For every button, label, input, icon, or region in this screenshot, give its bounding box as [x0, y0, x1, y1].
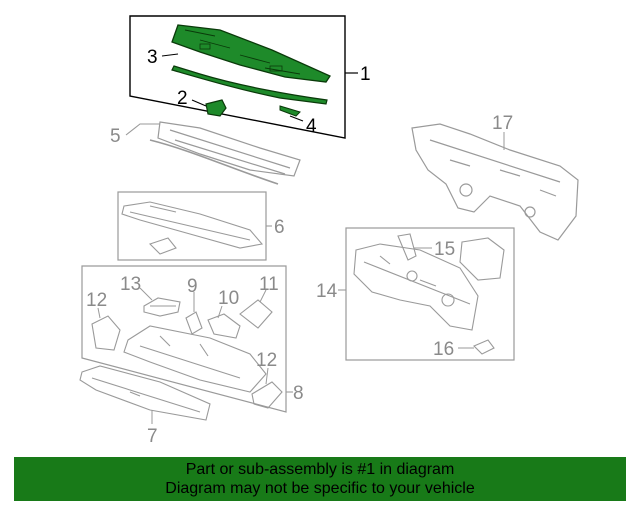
- part-3-cowl-vent-panel: [171, 24, 331, 83]
- callout-13: 13: [120, 274, 141, 295]
- part-2-bracket: [205, 99, 227, 117]
- callout-14: 14: [316, 281, 338, 302]
- leader-4: [289, 115, 304, 122]
- part-5-cowl-panel: [149, 121, 301, 185]
- callout-6: 6: [274, 217, 285, 238]
- leader-12a: [97, 307, 101, 319]
- part-14-insulator: [353, 243, 479, 331]
- part-11-bracket: [239, 299, 273, 329]
- leader-13: [139, 287, 153, 301]
- callout-7: 7: [147, 426, 158, 447]
- callout-3: 3: [147, 47, 158, 68]
- part-7-crossmember: [79, 365, 211, 421]
- group-8-frame: [81, 265, 287, 413]
- callout-17: 17: [492, 113, 513, 134]
- callout-16: 16: [433, 339, 454, 360]
- leader-11: [259, 289, 267, 303]
- part-16-clip: [473, 339, 495, 355]
- part-6-cowl-inner: [121, 201, 264, 255]
- part-dash-panel-lower: [123, 325, 267, 393]
- part-13-pad: [143, 297, 181, 317]
- part-12-right-bracket: [251, 381, 283, 409]
- leader-12b: [265, 367, 269, 385]
- part-12-left-bracket: [91, 315, 121, 351]
- leader-3: [161, 53, 179, 57]
- banner-line-2: Diagram may not be specific to your vehi…: [165, 480, 475, 497]
- callout-2: 2: [177, 88, 188, 109]
- leader-10: [217, 305, 223, 319]
- callout-11: 11: [259, 274, 279, 295]
- callout-12b: 12: [256, 350, 277, 371]
- leader-2: [191, 99, 207, 107]
- part-17-dash-panel: [411, 123, 579, 241]
- callout-5: 5: [110, 126, 121, 147]
- leader-5: [125, 123, 160, 136]
- callout-15: 15: [434, 239, 455, 260]
- callout-12a: 12: [86, 290, 107, 311]
- callout-4: 4: [306, 116, 317, 137]
- callout-10: 10: [218, 288, 239, 309]
- part-10-bracket: [207, 313, 241, 339]
- group-14-frame: [345, 227, 515, 361]
- callout-8: 8: [293, 383, 304, 404]
- parts-diagram: 1 3 2 4 5 6 12 13 9 10 11 12 8 7 17 14 1…: [79, 15, 579, 447]
- group-1-frame: [129, 15, 346, 139]
- part-9-bracket: [185, 311, 203, 335]
- callout-1: 1: [360, 64, 371, 85]
- part-4-lower-seal: [279, 105, 301, 117]
- part-15-bracket: [397, 233, 505, 281]
- banner-line-1: Part or sub-assembly is #1 in diagram: [185, 461, 455, 478]
- callout-9: 9: [187, 276, 198, 297]
- part-seal-strip: [171, 65, 328, 105]
- fitment-notice-banner: Part or sub-assembly is #1 in diagram Di…: [14, 457, 626, 501]
